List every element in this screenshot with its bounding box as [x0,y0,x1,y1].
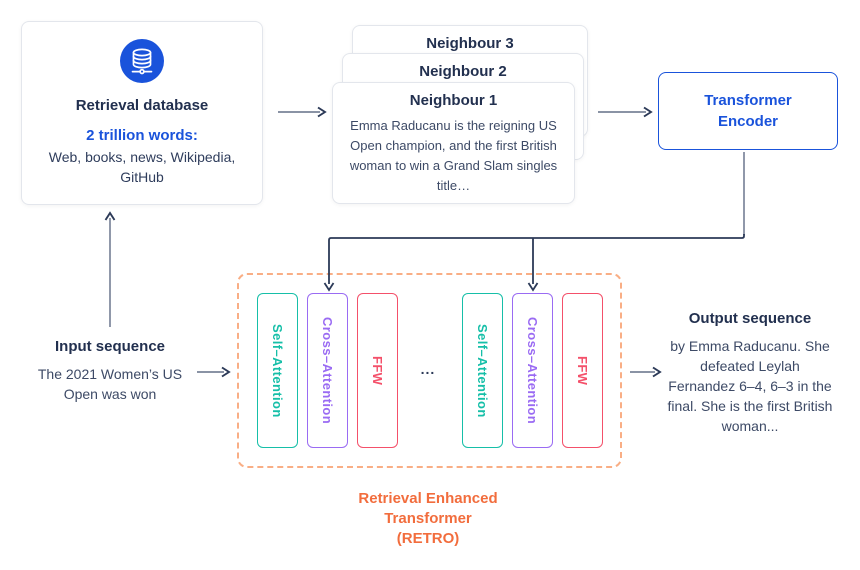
cross-attention-block-1: Cross–Attention [307,293,348,448]
input-sequence-text-line: Open was won [63,386,157,402]
neighbour-1-text-line: Emma Raducanu is the reigning US [350,118,557,133]
transformer-encoder-label-line: Encoder [717,113,778,130]
input-sequence-text-line: The 2021 Women’s US [37,366,183,382]
neighbour-1-text-line: title… [436,178,471,193]
database-icon [120,39,164,83]
neighbour-3-title: Neighbour 3 [426,35,514,52]
output-sequence-text-line: woman... [721,418,779,434]
ellipsis-label: ... [420,361,436,377]
transformer-encoder-label-line: Transformer [704,92,792,109]
arrow-input-to-database [104,211,116,327]
input-sequence-title: Input sequence [54,338,166,355]
database-size-label: 2 trillion words: [86,127,198,144]
neighbour-1-card: Neighbour 1 Emma Raducanu is the reignin… [332,82,575,204]
self-attention-block-1: Self–Attention [257,293,298,448]
neighbour-1-title: Neighbour 1 [409,92,498,109]
output-sequence-group: Output sequence by Emma Raducanu. She de… [650,310,850,436]
output-sequence-title: Output sequence [688,310,812,327]
cross-attention-block-2: Cross–Attention [512,293,553,448]
database-sources-line: Web, books, news, Wikipedia, [48,149,236,165]
arrow-neighbour-to-encoder [598,106,653,118]
arrow-database-to-neighbour [278,106,327,118]
output-sequence-text-line: defeated Leylah [700,358,800,374]
ffw-block-1: FFW [357,293,398,448]
input-sequence-group: Input sequence The 2021 Women’s US Open … [25,338,195,404]
arrow-input-to-retro [197,366,231,378]
neighbour-2-title: Neighbour 2 [419,63,507,80]
output-sequence-text-line: by Emma Raducanu. She [670,338,830,354]
retro-caption: Retrieval Enhanced Transformer (RETRO) [330,489,526,549]
output-sequence-text-line: final. She is the first British [667,398,833,414]
retro-caption-line: Transformer [384,510,472,527]
neighbour-1-text-line: woman to win a Grand Slam singles [349,158,558,173]
output-sequence-text-line: Fernandez 6–4, 6–3 in the [668,378,832,394]
database-title: Retrieval database [75,97,209,114]
neighbour-1-text-line: Open champion, and the first British [350,138,557,153]
retro-caption-line: (RETRO) [396,530,460,547]
transformer-encoder-box: Transformer Encoder [658,72,838,150]
ffw-block-2: FFW [562,293,603,448]
database-sources-line: GitHub [120,169,164,185]
self-attention-block-2: Self–Attention [462,293,503,448]
retro-caption-line: Retrieval Enhanced [358,490,498,507]
retrieval-database-card: Retrieval database 2 trillion words: Web… [21,21,263,205]
